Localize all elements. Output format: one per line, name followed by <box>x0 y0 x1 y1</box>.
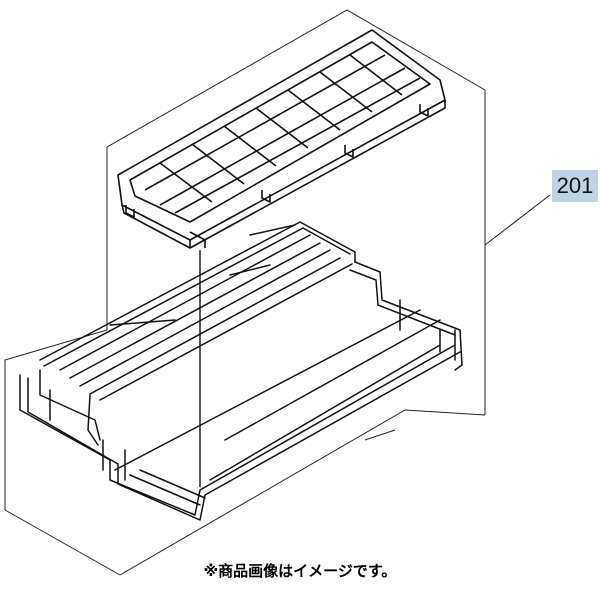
wire-rack <box>19 221 463 521</box>
image-disclaimer-caption: ※商品画像はイメージです。 <box>203 562 397 580</box>
assembly-boundary <box>4 9 486 576</box>
upper-tray <box>117 29 446 249</box>
callout-leader-line <box>484 194 551 246</box>
part-number-label: 201 <box>552 170 598 202</box>
